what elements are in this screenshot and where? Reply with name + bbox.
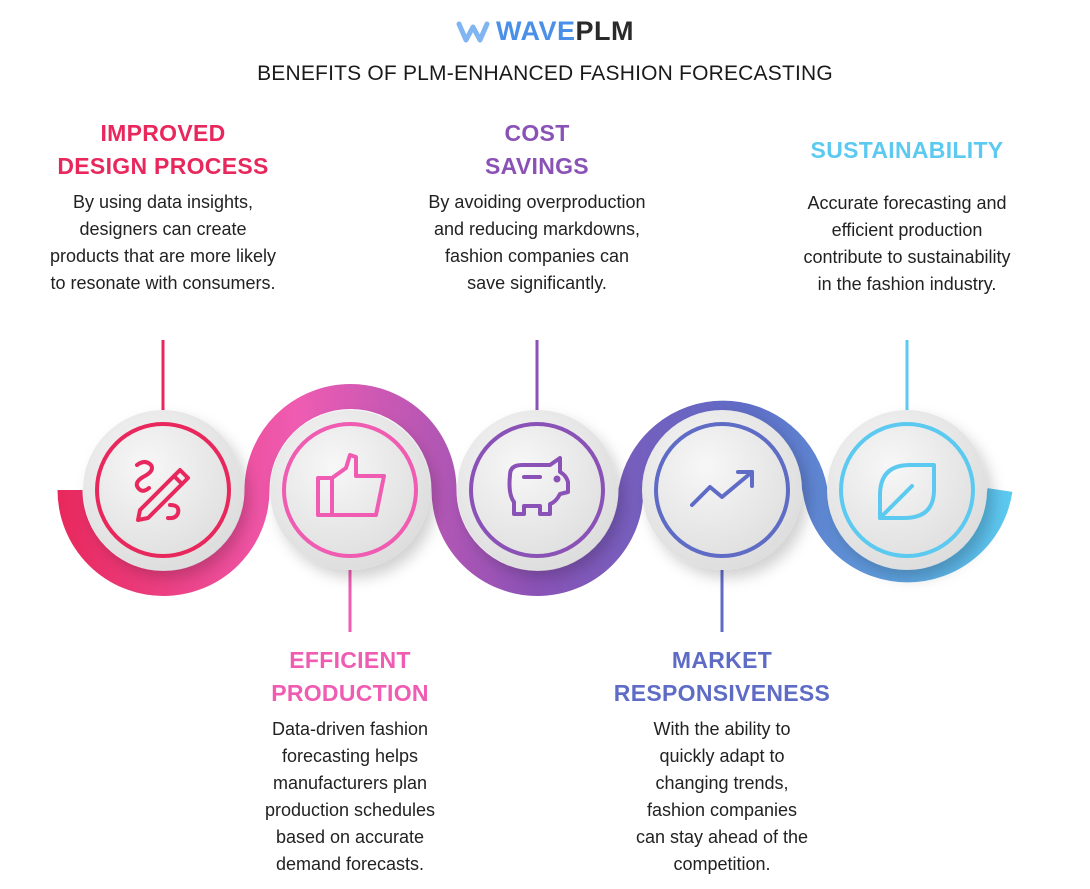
step-1-text: By using data insights, designers can cr… (49, 192, 277, 293)
step-circle-3 (457, 410, 617, 570)
trend-up-icon (690, 470, 754, 507)
logo-plm-text: PLM (575, 16, 634, 46)
step-4-text: With the ability to quickly adapt to cha… (635, 719, 809, 874)
step-circle-4 (642, 410, 802, 570)
step-5-title: SUSTAINABILITY (810, 137, 1004, 163)
step-5-text: Accurate forecasting and efficient produ… (803, 193, 1011, 294)
step-5: SUSTAINABILITY Accurate forecasting and … (787, 134, 1027, 298)
logo: WAVEPLM (0, 16, 1090, 47)
ribbon (57, 384, 1013, 596)
step-3-text: By avoiding overproduction and reducing … (428, 192, 646, 293)
piggy-bank-icon (507, 456, 570, 516)
page-title: BENEFITS OF PLM-ENHANCED FASHION FORECAS… (257, 62, 833, 85)
step-2-text: Data-driven fashion forecasting helps ma… (264, 719, 436, 874)
step-circle-1 (83, 410, 243, 570)
wave-logo-icon (456, 21, 490, 43)
pencil-squiggle-icon (134, 460, 190, 522)
step-circle-5 (827, 410, 987, 570)
thumbs-up-icon (316, 453, 386, 517)
step-circle-2 (270, 410, 430, 570)
logo-wave-text: WAVE (495, 16, 576, 46)
leaf-icon (878, 463, 936, 520)
